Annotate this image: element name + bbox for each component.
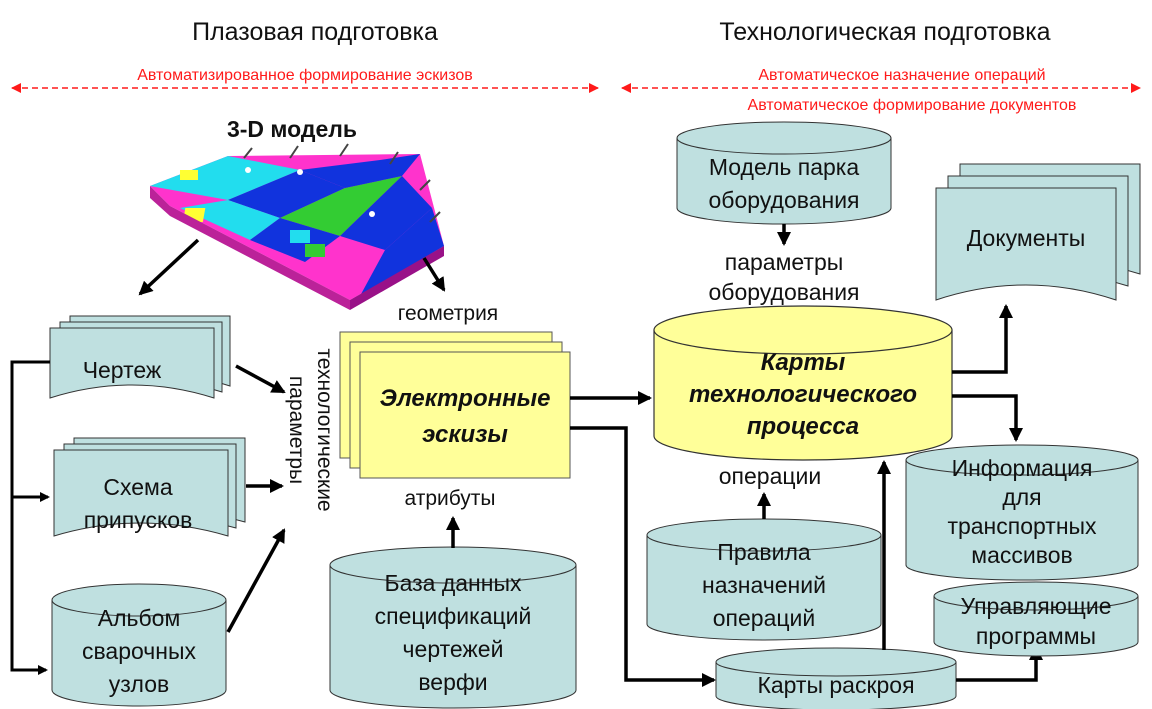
documents-label: Документы [967, 225, 1086, 251]
equip-params-label-2: оборудования [709, 279, 860, 305]
process-maps-line-2: технологического [689, 381, 917, 408]
ship-section-3d-image [150, 143, 444, 310]
process-maps-cylinder: Карты технологического процесса [653, 305, 953, 461]
equipment-model-cylinder: Модель парка оборудования [676, 121, 892, 225]
arrow-sketches-to-cutting [570, 426, 716, 687]
transport-info-cylinder: Информация для транспортных массивов [905, 444, 1139, 581]
cutting-maps-cylinder: Карты раскроя [715, 647, 957, 709]
database-line-1: База данных [384, 570, 522, 596]
allowance-label-1: Схема [103, 474, 172, 500]
arrow-maps-to-documents [952, 304, 1013, 374]
cutting-label: Карты раскроя [757, 672, 914, 698]
album-line-2: сварочных [82, 638, 197, 664]
control-line-2: программы [976, 623, 1096, 649]
model-title: 3-D модель [227, 116, 357, 142]
control-line-1: Управляющие [961, 593, 1112, 619]
equip-params-label-1: параметры [725, 249, 844, 275]
rules-line-2: назначений [702, 572, 826, 598]
process-maps-line-1: Карты [761, 349, 846, 376]
arrow-drawing-to-params [235, 364, 286, 394]
arrow-model-to-drawing [138, 238, 200, 296]
process-maps-line-3: процесса [747, 413, 859, 440]
arrow-model-to-sketches [422, 257, 446, 292]
drawing-label: Чертеж [83, 357, 162, 383]
database-line-3: чертежей [403, 636, 504, 662]
transport-line-3: транспортных [947, 513, 1097, 539]
database-line-4: верфи [418, 669, 487, 695]
transport-line-4: массивов [971, 542, 1072, 568]
album-line-1: Альбом [98, 605, 181, 631]
banner-left-text: Автоматизированное формирование эскизов [137, 67, 473, 84]
welding-album-cylinder: Альбом сварочных узлов [51, 583, 227, 707]
allowance-scheme-document: Схема припусков [53, 437, 246, 537]
arrow-maps-to-transport [952, 394, 1023, 442]
equipment-model-line-1: Модель парка [709, 154, 860, 180]
sketches-line-1: Электронные [380, 385, 551, 412]
left-bracket-line [10, 360, 50, 675]
tech-params-label-1: технологические [313, 348, 336, 511]
rules-line-3: операций [713, 605, 816, 631]
banner-right-text-2: Автоматическое формирование документов [748, 97, 1077, 114]
operation-rules-cylinder: Правила назначений операций [646, 518, 882, 641]
tech-params-label-2: параметры [285, 376, 308, 484]
electronic-sketches: Электронные эскизы [339, 331, 571, 479]
arrow-cutting-to-control [956, 646, 1043, 682]
shipyard-database-cylinder: База данных спецификаций чертежей верфи [329, 546, 577, 709]
transport-line-1: Информация [952, 455, 1093, 481]
rules-line-1: Правила [717, 539, 811, 565]
allowance-label-2: припусков [84, 507, 193, 533]
header-right: Технологическая подготовка [719, 18, 1050, 46]
database-line-2: спецификаций [375, 603, 532, 629]
documents-stack: Документы [935, 163, 1141, 301]
banner-right-text-1: Автоматическое назначение операций [758, 67, 1045, 84]
equipment-model-line-2: оборудования [709, 187, 860, 213]
arrow-album-to-params [226, 528, 286, 633]
transport-line-2: для [1002, 484, 1041, 510]
sketches-line-2: эскизы [422, 421, 508, 448]
album-line-3: узлов [109, 671, 169, 697]
control-programs-cylinder: Управляющие программы [933, 581, 1139, 657]
geometry-label: геометрия [398, 302, 498, 325]
drawing-document: Чертеж [49, 315, 231, 399]
operations-label: операции [719, 463, 822, 489]
header-left: Плазовая подготовка [192, 18, 438, 46]
attributes-label: атрибуты [404, 487, 495, 510]
